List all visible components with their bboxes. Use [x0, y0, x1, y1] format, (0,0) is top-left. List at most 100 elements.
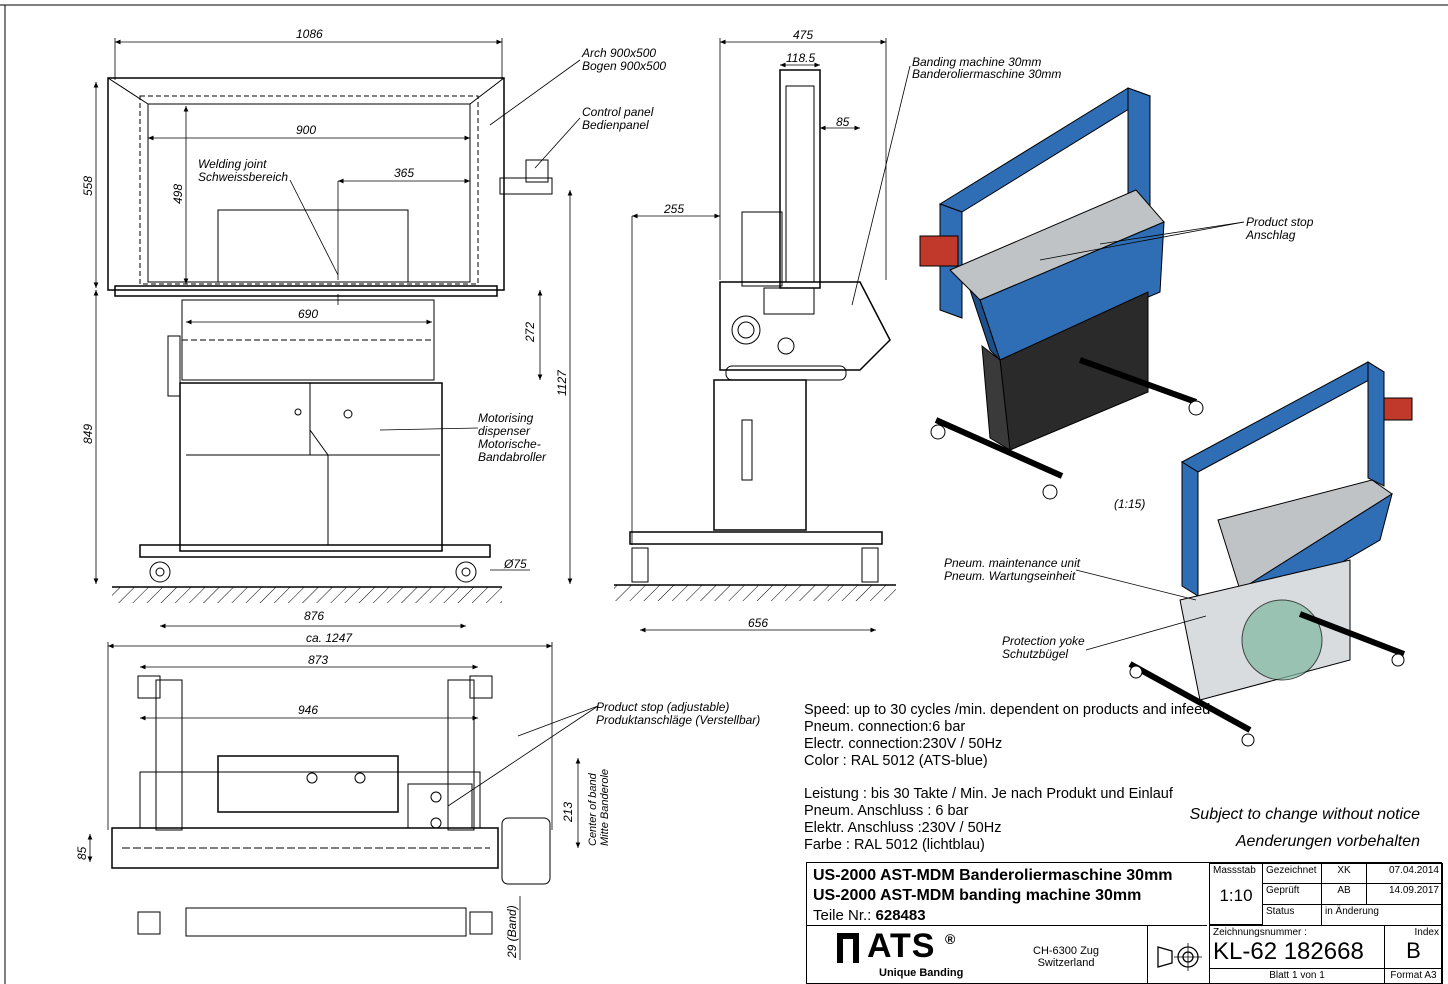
iso-leaders — [1039, 221, 1245, 651]
dim-475: 475 — [793, 28, 813, 42]
label-iso-stop-en: Product stop — [1246, 215, 1314, 229]
iso-view-small — [1128, 361, 1413, 747]
title-en: US-2000 AST-MDM banding machine 30mm — [813, 887, 1142, 904]
index-label: Index — [1414, 927, 1439, 938]
dim-558: 558 — [81, 176, 95, 196]
side-dimensions — [631, 38, 911, 633]
address: CH-6300 Zug Switzerland — [1033, 945, 1099, 969]
dim-690: 690 — [298, 307, 318, 321]
dim-873: 873 — [308, 653, 328, 667]
dim-656: 656 — [748, 616, 768, 630]
side-view — [629, 69, 891, 583]
address-line-2: Switzerland — [1037, 957, 1095, 969]
status-value: in Änderung — [1321, 904, 1443, 926]
label-yoke-de: Schutzbügel — [1002, 647, 1068, 661]
label-center-de: Mitte Banderole — [599, 769, 611, 846]
label-pneu-en: Pneum. maintenance unit — [944, 556, 1081, 570]
drawing-number: KL-62 182668 — [1213, 938, 1364, 965]
label-motor-1: Motorising — [478, 411, 534, 425]
registered-mark: ® — [945, 931, 956, 947]
label-stop-de: Produktanschläge (Verstellbar) — [596, 713, 760, 727]
iso-view-large — [919, 87, 1204, 500]
drawn-label: Gezeichnet — [1262, 863, 1322, 884]
dim-849: 849 — [81, 424, 95, 444]
dim-900: 900 — [296, 123, 316, 137]
label-machine-en: Banding machine 30mm — [912, 55, 1041, 69]
specs-de: Leistung : bis 30 Takte / Min. Je nach P… — [804, 786, 1173, 854]
sheet-count: Blatt 1 von 1 — [1209, 968, 1385, 984]
spec-en-line: Electr. connection:230V / 50Hz — [804, 736, 1003, 752]
checked-date: 14.09.2017 — [1366, 883, 1443, 905]
label-machine-de: Banderoliermaschine 30mm — [912, 67, 1061, 81]
scale-cell: Massstab 1:10 — [1209, 863, 1263, 925]
projection-cell — [1147, 925, 1210, 984]
label-motor-2: dispenser — [478, 424, 531, 438]
front-dimensions — [93, 38, 573, 629]
label-stop-en: Product stop (adjustable) — [596, 700, 729, 714]
specs-en: Speed: up to 30 cycles /min. dependent o… — [804, 702, 1210, 770]
spec-de-line: Elektr. Anschluss :230V / 50Hz — [804, 820, 1002, 836]
label-motor-4: Bandabroller — [478, 450, 547, 464]
spec-de-line: Farbe : RAL 5012 (lichtblau) — [804, 837, 985, 853]
side-ground-hatch — [614, 585, 896, 601]
scale-label: Massstab — [1213, 865, 1256, 876]
spec-en-line: Color : RAL 5012 (ATS-blue) — [804, 753, 988, 769]
dim-29: 29 (Band) — [505, 905, 519, 959]
dim-365: 365 — [394, 166, 414, 180]
label-weld-de: Schweissbereich — [198, 170, 288, 184]
dim-876: 876 — [304, 609, 324, 623]
title-block: US-2000 AST-MDM Banderoliermaschine 30mm… — [806, 862, 1443, 984]
dim-946: 946 — [298, 703, 318, 717]
address-line-1: CH-6300 Zug — [1033, 945, 1100, 957]
part-label: Teile Nr.: — [813, 907, 872, 924]
drawing-number-label: Zeichnungsnummer : — [1213, 927, 1307, 938]
spec-en-line: Pneum. connection:6 bar — [804, 719, 966, 735]
label-weld-en: Welding joint — [198, 157, 267, 171]
top-view — [111, 675, 551, 937]
notice-de: Aenderungen vorbehalten — [1235, 833, 1420, 850]
company-logo: ATS — [867, 927, 936, 965]
drawn-date: 07.04.2014 — [1366, 863, 1443, 884]
part-number-line: Teile Nr.: 628483 — [813, 907, 926, 924]
dim-272: 272 — [523, 322, 537, 343]
part-number: 628483 — [875, 907, 926, 924]
scale-value: 1:10 — [1219, 886, 1253, 905]
company-tagline: Unique Banding — [879, 967, 964, 979]
checked-by: AB — [1321, 883, 1367, 905]
label-control-de: Bedienpanel — [582, 118, 649, 132]
spec-en-line: Speed: up to 30 cycles /min. dependent o… — [804, 702, 1211, 718]
dim-wheel: Ø75 — [503, 557, 527, 571]
spec-de-line: Leistung : bis 30 Takte / Min. Je nach P… — [804, 786, 1173, 802]
front-leaders — [289, 59, 581, 431]
dim-85-side: 85 — [836, 115, 850, 129]
ground-hatch — [112, 587, 502, 603]
notice-en: Subject to change without notice — [1189, 806, 1420, 823]
drawing-number-cell: Zeichnungsnummer : KL-62 182668 — [1209, 925, 1385, 969]
label-iso-stop-de: Anschlag — [1245, 228, 1296, 242]
label-arch-de: Bogen 900x500 — [582, 59, 666, 73]
label-motor-3: Motorische- — [478, 437, 541, 451]
dim-1247: ca. 1247 — [306, 631, 353, 645]
divider — [807, 925, 1207, 926]
dim-118: 118.5 — [786, 51, 815, 65]
drawn-by: XK — [1321, 863, 1367, 884]
paper-format: Format A3 — [1384, 968, 1443, 984]
logo-mark-icon — [837, 933, 859, 963]
label-yoke-en: Protection yoke — [1002, 634, 1085, 648]
status-label: Status — [1262, 904, 1322, 926]
index-cell: Index B — [1384, 925, 1443, 969]
front-view — [107, 77, 553, 583]
label-scale: (1:15) — [1114, 497, 1145, 511]
dim-1086: 1086 — [296, 27, 323, 41]
label-pneu-de: Pneum. Wartungseinheit — [944, 569, 1076, 583]
dim-255: 255 — [663, 202, 684, 216]
top-dimensions — [87, 642, 599, 960]
label-center-en: Center of band — [587, 772, 599, 846]
title-de: US-2000 AST-MDM Banderoliermaschine 30mm — [813, 867, 1173, 884]
dim-213: 213 — [561, 802, 575, 823]
index-value: B — [1406, 938, 1421, 963]
label-arch-en: Arch 900x500 — [581, 46, 656, 60]
projection-symbol-icon — [1157, 943, 1202, 971]
